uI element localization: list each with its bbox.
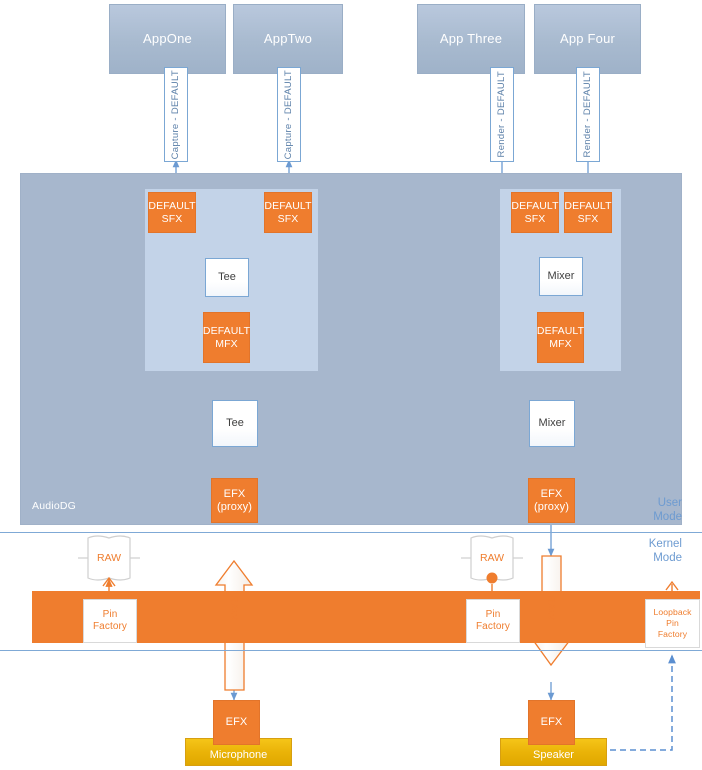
kernel-mode-line1: Kernel xyxy=(648,538,682,550)
kernel-audio-stack-bar xyxy=(32,591,700,643)
default-sfx-render-left[interactable]: DEFAULT SFX xyxy=(511,192,559,233)
default-sfx-capture-left[interactable]: DEFAULT SFX xyxy=(148,192,196,233)
app-label: App Three xyxy=(439,31,503,47)
pin-factory-line2: Factory xyxy=(475,621,511,632)
sfx-line2: SFX xyxy=(524,212,546,225)
audiodg-label: AudioDG xyxy=(32,500,77,512)
efx-label: EFX xyxy=(225,716,248,729)
sfx-line1: DEFAULT xyxy=(264,200,312,213)
mixer-render-stage2[interactable]: Mixer xyxy=(529,400,575,447)
raw-arrow-text: RAW xyxy=(545,595,557,621)
raw-arrow-text: RAW xyxy=(228,595,240,621)
endpoint-label: Render - DEFAULT xyxy=(582,71,594,158)
default-sfx-render-right[interactable]: DEFAULT SFX xyxy=(564,192,612,233)
tee-label: Tee xyxy=(218,271,236,284)
endpoint-capture-apptwo[interactable]: Capture - DEFAULT xyxy=(277,67,301,162)
pin-factory-capture[interactable]: Pin Factory xyxy=(83,599,137,643)
kernel-mode-line2: Mode xyxy=(653,552,682,565)
device-label: Speaker xyxy=(533,749,574,762)
efx-microphone[interactable]: EFX xyxy=(213,700,260,745)
sfx-line2: SFX xyxy=(577,212,599,225)
user-kernel-divider-bottom xyxy=(0,650,702,651)
sfx-line1: DEFAULT xyxy=(511,200,559,213)
raw-flag-render: RAW xyxy=(471,548,513,568)
efx-speaker[interactable]: EFX xyxy=(528,700,575,745)
app-box-appone[interactable]: AppOne xyxy=(109,4,226,74)
efx-line2: (proxy) xyxy=(217,500,252,513)
pin-factory-line2: Factory xyxy=(92,621,128,632)
loopback-line2: Pin xyxy=(666,618,679,629)
mfx-line2: MFX xyxy=(549,337,572,350)
tee-capture-inner[interactable]: Tee xyxy=(205,258,249,297)
endpoint-label: Capture - DEFAULT xyxy=(283,69,295,160)
mfx-line1: DEFAULT xyxy=(202,325,251,338)
app-label: AppTwo xyxy=(263,31,313,47)
app-label: App Four xyxy=(559,31,616,47)
raw-arrow-label-capture: RAW xyxy=(228,595,240,639)
loopback-line3: Factory xyxy=(657,628,688,639)
app-label: AppOne xyxy=(143,31,192,47)
pin-factory-line1: Pin xyxy=(102,608,118,620)
user-mode-label: User Mode xyxy=(600,496,682,525)
user-mode-line2: Mode xyxy=(653,511,682,524)
endpoint-capture-appone[interactable]: Capture - DEFAULT xyxy=(164,67,188,162)
app-box-apptwo[interactable]: AppTwo xyxy=(233,4,343,74)
user-kernel-divider-top xyxy=(0,532,702,533)
default-sfx-capture-right[interactable]: DEFAULT SFX xyxy=(264,192,312,233)
efx-proxy-render[interactable]: EFX (proxy) xyxy=(528,478,575,523)
kernel-mode-label: Kernel Mode xyxy=(600,537,682,566)
app-box-appthree[interactable]: App Three xyxy=(417,4,525,74)
sfx-line1: DEFAULT xyxy=(564,200,612,213)
endpoint-render-appthree[interactable]: Render - DEFAULT xyxy=(490,67,514,162)
raw-label: RAW xyxy=(479,552,505,564)
efx-line1: EFX xyxy=(540,487,563,500)
endpoint-label: Capture - DEFAULT xyxy=(170,69,182,160)
mixer-label: Mixer xyxy=(547,270,575,283)
efx-line1: EFX xyxy=(223,487,246,500)
mixer-label: Mixer xyxy=(538,417,566,430)
tee-capture-stage2[interactable]: Tee xyxy=(212,400,258,447)
loopback-line1: Loopback xyxy=(653,607,692,618)
mfx-line2: MFX xyxy=(215,337,238,350)
endpoint-render-appfour[interactable]: Render - DEFAULT xyxy=(576,67,600,162)
efx-proxy-capture[interactable]: EFX (proxy) xyxy=(211,478,258,523)
raw-arrow-label-render: RAW xyxy=(545,595,557,639)
default-mfx-capture[interactable]: DEFAULT MFX xyxy=(203,312,250,363)
endpoint-label: Render - DEFAULT xyxy=(496,71,508,158)
pin-factory-render[interactable]: Pin Factory xyxy=(466,599,520,643)
default-mfx-render[interactable]: DEFAULT MFX xyxy=(537,312,584,363)
tee-label: Tee xyxy=(226,417,244,430)
device-label: Microphone xyxy=(209,749,268,762)
loopback-pin-factory[interactable]: Loopback Pin Factory xyxy=(645,599,700,648)
mfx-line1: DEFAULT xyxy=(536,325,585,338)
raw-flag-capture: RAW xyxy=(88,548,130,568)
app-box-appfour[interactable]: App Four xyxy=(534,4,641,74)
efx-label: EFX xyxy=(540,716,563,729)
raw-label: RAW xyxy=(96,552,122,564)
mixer-render-inner[interactable]: Mixer xyxy=(539,257,583,296)
efx-line2: (proxy) xyxy=(534,500,569,513)
sfx-line1: DEFAULT xyxy=(148,200,196,213)
user-mode-line1: User xyxy=(657,497,682,509)
sfx-line2: SFX xyxy=(161,212,183,225)
sfx-line2: SFX xyxy=(277,212,299,225)
pin-factory-line1: Pin xyxy=(485,608,501,620)
